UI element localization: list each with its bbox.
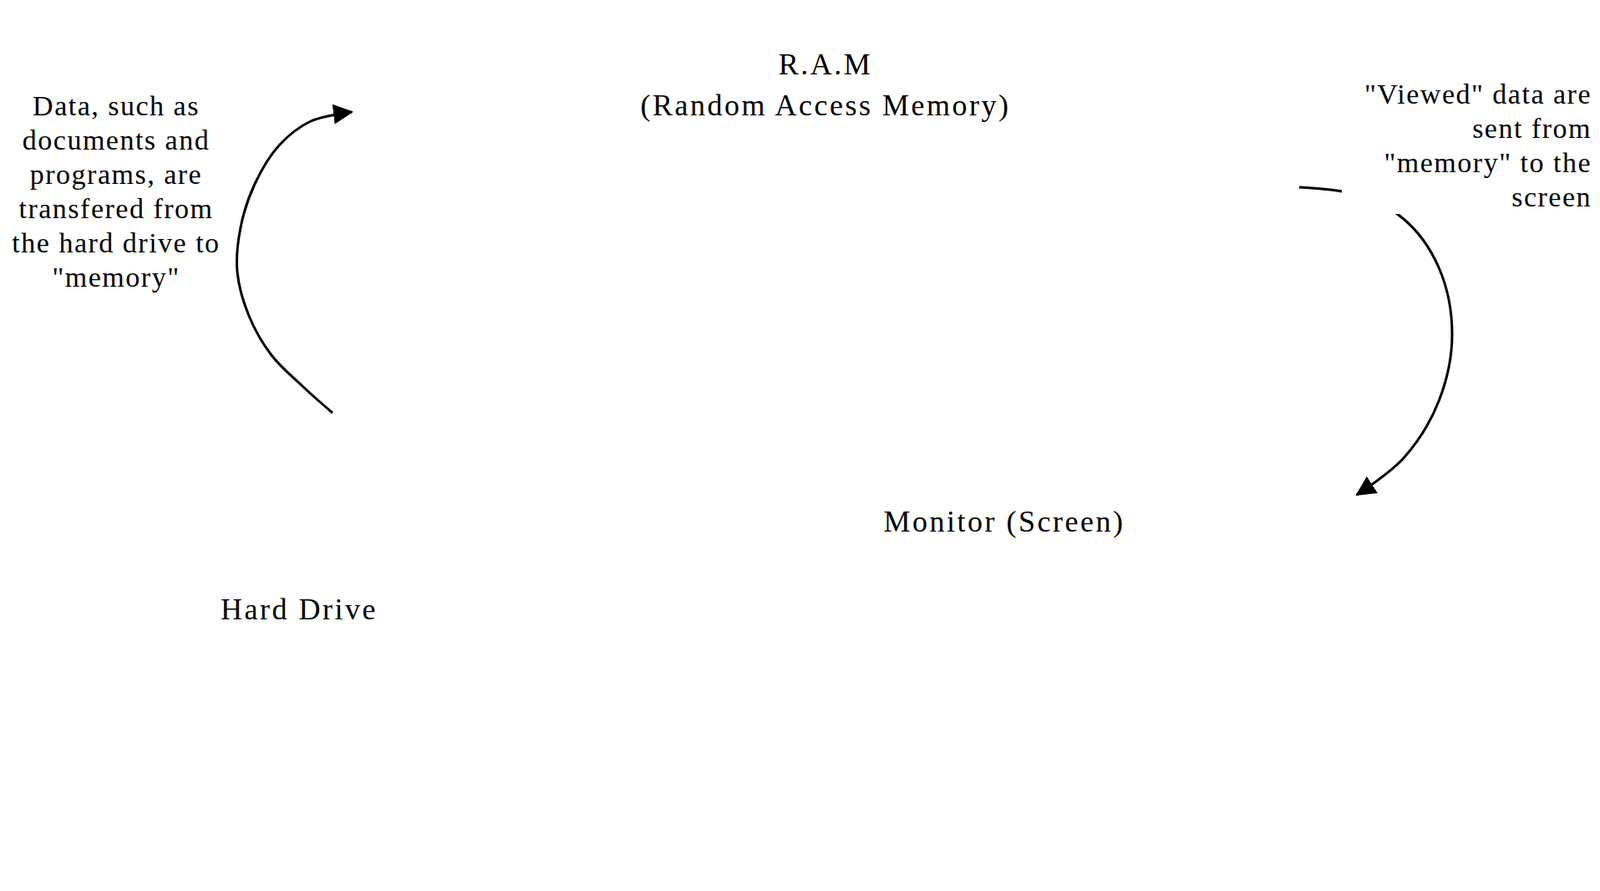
cabinet-side [476,413,594,891]
flow-arrow [236,111,352,413]
flow-arrow [1299,187,1453,495]
desk-back-leg [1382,601,1427,850]
memory-frame [323,7,1328,394]
monitor-desk: Monitor (Screen) [650,494,1565,891]
desk-leg-shade [1508,601,1524,891]
desk-front [798,561,1565,891]
node-title: Hard Drive [220,589,378,630]
memory-box-outline [351,35,1300,366]
cabinet-top [139,413,594,467]
node-title: Monitor (Screen) [883,501,1126,543]
node-subtitle: (Random Access Memory) [640,85,1011,127]
node-title: R.A.M [778,44,874,86]
cabinet-front [139,466,477,891]
desk-top [650,494,1565,562]
hard-drive-cabinet-outline [139,412,594,891]
edge-label: "Viewed" data are sent from "memory" to … [1341,76,1592,214]
desk-leg-shade [1382,601,1398,850]
memory-box: R.A.M(Random Access Memory) [351,35,1300,366]
drawer-handle [264,771,336,788]
drawer [160,704,451,855]
drawer [162,502,453,654]
hard-drive-cabinet: Hard Drive [139,412,594,891]
memory-area [351,35,1300,366]
monitor-desk-outline [650,494,1565,891]
desk-side [650,494,799,891]
desk-leg-shade [662,541,688,839]
drawer-handle [264,558,336,575]
edge-label: Data, such as documents and programs, ar… [11,88,221,295]
